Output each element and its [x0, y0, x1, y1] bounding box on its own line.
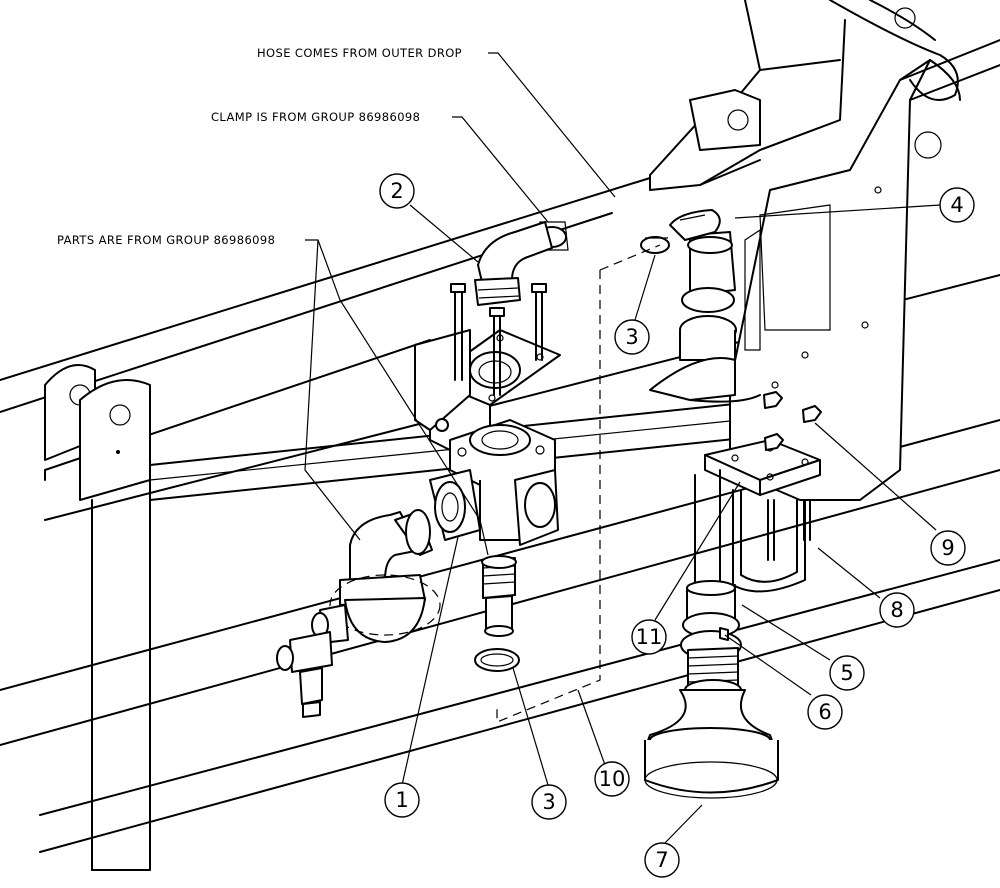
callout-1: 1 [384, 782, 420, 818]
hose-clamps [537, 221, 670, 254]
elbow-fitting [474, 221, 553, 306]
svg-text:5: 5 [840, 661, 853, 685]
left-elbow-assembly [276, 509, 441, 718]
notes: HOSE COMES FROM OUTER DROP CLAMP IS FROM… [57, 46, 462, 247]
callout-3-top: 3 [614, 319, 650, 355]
note-hose-source: HOSE COMES FROM OUTER DROP [257, 46, 462, 60]
callout-6: 6 [807, 694, 843, 730]
mounting-plate [414, 283, 561, 471]
callout-9: 9 [930, 530, 966, 566]
callout-11: 11 [631, 619, 667, 655]
callout-7: 7 [644, 842, 680, 878]
valve-body [429, 419, 559, 546]
svg-text:11: 11 [636, 625, 663, 649]
callout-2: 2 [379, 173, 415, 209]
left-bracket [44, 364, 151, 871]
svg-text:9: 9 [941, 536, 954, 560]
callout-10: 10 [594, 761, 630, 797]
svg-text:1: 1 [395, 788, 408, 812]
svg-text:4: 4 [950, 193, 963, 217]
callout-4: 4 [939, 187, 975, 223]
note-clamp-group: CLAMP IS FROM GROUP 86986098 [211, 110, 420, 124]
upper-frame [649, 0, 1000, 501]
right-lower-bracket [694, 391, 822, 601]
svg-text:2: 2 [390, 179, 403, 203]
lower-nozzle [644, 580, 779, 799]
assembly-boundary [496, 244, 661, 723]
svg-text:8: 8 [890, 598, 903, 622]
callout-5: 5 [829, 655, 865, 691]
callout-8: 8 [879, 592, 915, 628]
svg-text:3: 3 [625, 325, 638, 349]
leader-lines [304, 52, 941, 846]
upper-nozzle [649, 209, 761, 403]
callout-3-bottom: 3 [531, 784, 567, 820]
svg-text:3: 3 [542, 790, 555, 814]
svg-text:6: 6 [818, 700, 831, 724]
svg-text:7: 7 [655, 848, 668, 872]
svg-text:10: 10 [599, 767, 626, 791]
lower-fittings [474, 555, 520, 672]
note-parts-group: PARTS ARE FROM GROUP 86986098 [57, 233, 275, 247]
callouts: 1 2 3 3 4 5 6 7 8 9 10 11 [379, 173, 975, 878]
